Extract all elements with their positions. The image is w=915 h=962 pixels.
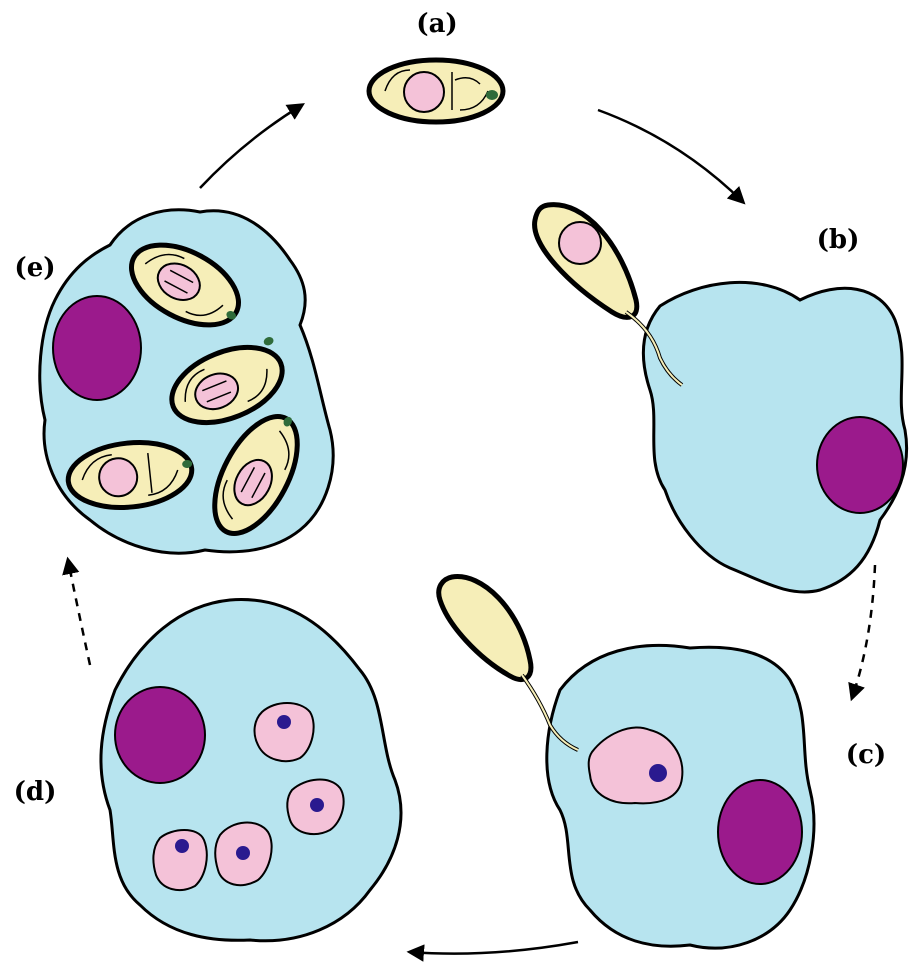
host-nucleus [115,687,205,783]
host-cell-c [547,645,814,948]
stage-e: (e) [14,210,333,553]
arrow-a-to-b [598,110,743,202]
meront-4 [153,830,206,890]
host-nucleus [718,780,802,884]
polar-cap [486,90,498,100]
stage-d: (d) [14,600,401,941]
host-cell-d [101,600,401,941]
arrow-d-to-e [68,560,90,665]
host-nucleus [817,417,903,513]
parasite-nucleus [175,839,189,853]
parasite-nucleus [649,764,667,782]
parasite-nucleus [310,798,324,812]
stage-a: (a) [369,9,503,122]
arrow-e-to-a [200,105,302,188]
stage-c-label: (c) [846,740,886,770]
meront-2 [287,780,343,835]
stage-d-label: (d) [14,777,57,807]
meront-3 [215,823,271,886]
sporoplasm [404,72,444,112]
stage-b-label: (b) [817,225,860,255]
meront-1 [255,703,314,761]
host-nucleus [53,296,141,400]
stage-a-label: (a) [416,9,457,39]
parasite-nucleus [277,715,291,729]
stage-b: (b) [535,205,907,592]
arrow-b-to-c [852,565,875,698]
arrow-c-to-d [410,942,578,954]
stage-e-label: (e) [14,253,55,283]
host-cell-b [643,282,906,592]
stage-c: (c) [439,577,886,949]
spore-b [535,205,682,385]
parasite-nucleus [236,846,250,860]
sporoplasm [559,222,601,264]
spore-a [369,60,503,122]
